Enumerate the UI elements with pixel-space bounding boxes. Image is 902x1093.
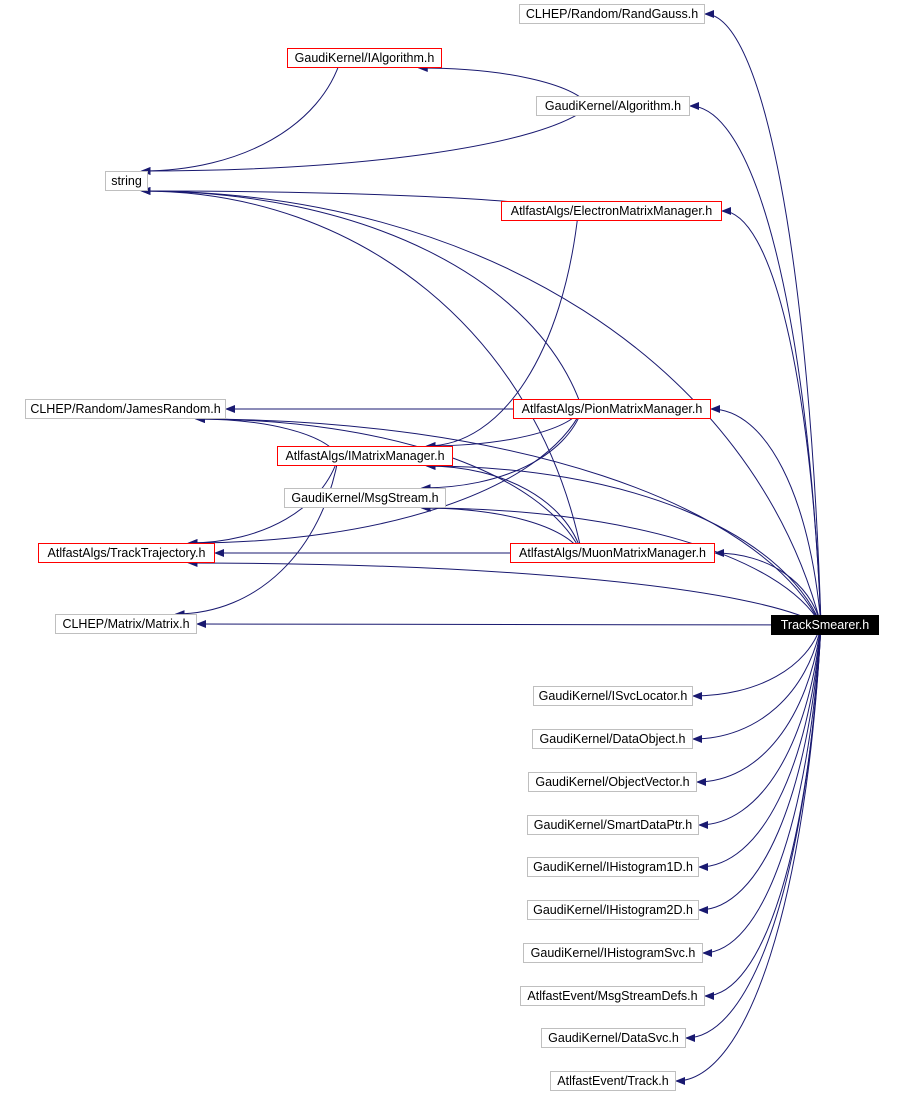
edge-tracksmearer-to-imatrix [425,462,822,626]
edge-electron-to-imatrix [425,210,579,450]
edge-tracksmearer-to-string [140,187,822,626]
edge-tracksmearer-to-tracktraj [187,559,822,626]
node-string[interactable]: string [105,171,148,191]
edge-muon-to-string [140,187,583,554]
edge-tracksmearer-to-ihist2d [698,624,822,914]
node-dataobject[interactable]: GaudiKernel/DataObject.h [532,729,693,749]
edge-tracksmearer-to-ihistsvc [702,624,822,957]
edge-tracksmearer-to-muon [714,549,822,626]
node-msgstream[interactable]: GaudiKernel/MsgStream.h [284,488,446,508]
edge-tracksmearer-to-dataobject [692,624,822,743]
node-smartdataptr[interactable]: GaudiKernel/SmartDataPtr.h [527,815,699,835]
edge-tracksmearer-to-datasvc [685,624,822,1042]
edge-algorithm-to-string [140,105,591,175]
node-tracktraj[interactable]: AtlfastAlgs/TrackTrajectory.h [38,543,215,563]
edge-pion-to-string [140,187,583,410]
edge-pion-to-msgstream [420,408,583,492]
node-ihist2d[interactable]: GaudiKernel/IHistogram2D.h [527,900,699,920]
node-algorithm[interactable]: GaudiKernel/Algorithm.h [536,96,690,116]
node-matrix[interactable]: CLHEP/Matrix/Matrix.h [55,614,197,634]
node-randgauss[interactable]: CLHEP/Random/RandGauss.h [519,4,705,24]
edge-ialgorithm-to-string [140,57,342,175]
node-datasvc[interactable]: GaudiKernel/DataSvc.h [541,1028,686,1048]
edge-tracksmearer-to-objectvector [696,624,822,786]
edge-tracksmearer-to-jamesrandom [194,415,822,626]
node-ialgorithm[interactable]: GaudiKernel/IAlgorithm.h [287,48,442,68]
node-imatrix[interactable]: AtlfastAlgs/IMatrixManager.h [277,446,453,466]
edge-tracksmearer-to-electron [721,207,822,626]
edge-tracksmearer-to-isvclocator [692,624,822,700]
edge-tracksmearer-to-matrix [196,620,822,629]
node-msgstreamdefs[interactable]: AtlfastEvent/MsgStreamDefs.h [520,986,705,1006]
edge-tracksmearer-to-track [675,624,822,1085]
node-ihist1d[interactable]: GaudiKernel/IHistogram1D.h [527,857,699,877]
edge-tracksmearer-to-ihist1d [698,624,822,871]
edge-tracksmearer-to-smartdataptr [698,624,822,829]
node-track[interactable]: AtlfastEvent/Track.h [550,1071,676,1091]
edge-tracksmearer-to-msgstreamdefs [704,624,822,1000]
edge-tracksmearer-to-pion [710,405,822,626]
edge-tracksmearer-to-randgauss [704,10,822,626]
edge-imatrix-to-tracktraj [187,455,340,547]
edge-tracksmearer-to-msgstream [420,504,822,626]
node-isvclocator[interactable]: GaudiKernel/ISvcLocator.h [533,686,693,706]
edge-pion-to-tracktraj [187,408,583,547]
node-ihistsvc[interactable]: GaudiKernel/IHistogramSvc.h [523,943,703,963]
edge-muon-to-imatrix [425,462,583,554]
node-pion[interactable]: AtlfastAlgs/PionMatrixManager.h [513,399,711,419]
node-jamesrandom[interactable]: CLHEP/Random/JamesRandom.h [25,399,226,419]
node-muon[interactable]: AtlfastAlgs/MuonMatrixManager.h [510,543,715,563]
node-electron[interactable]: AtlfastAlgs/ElectronMatrixManager.h [501,201,722,221]
node-objectvector[interactable]: GaudiKernel/ObjectVector.h [528,772,697,792]
node-tracksmearer[interactable]: TrackSmearer.h [771,615,879,635]
